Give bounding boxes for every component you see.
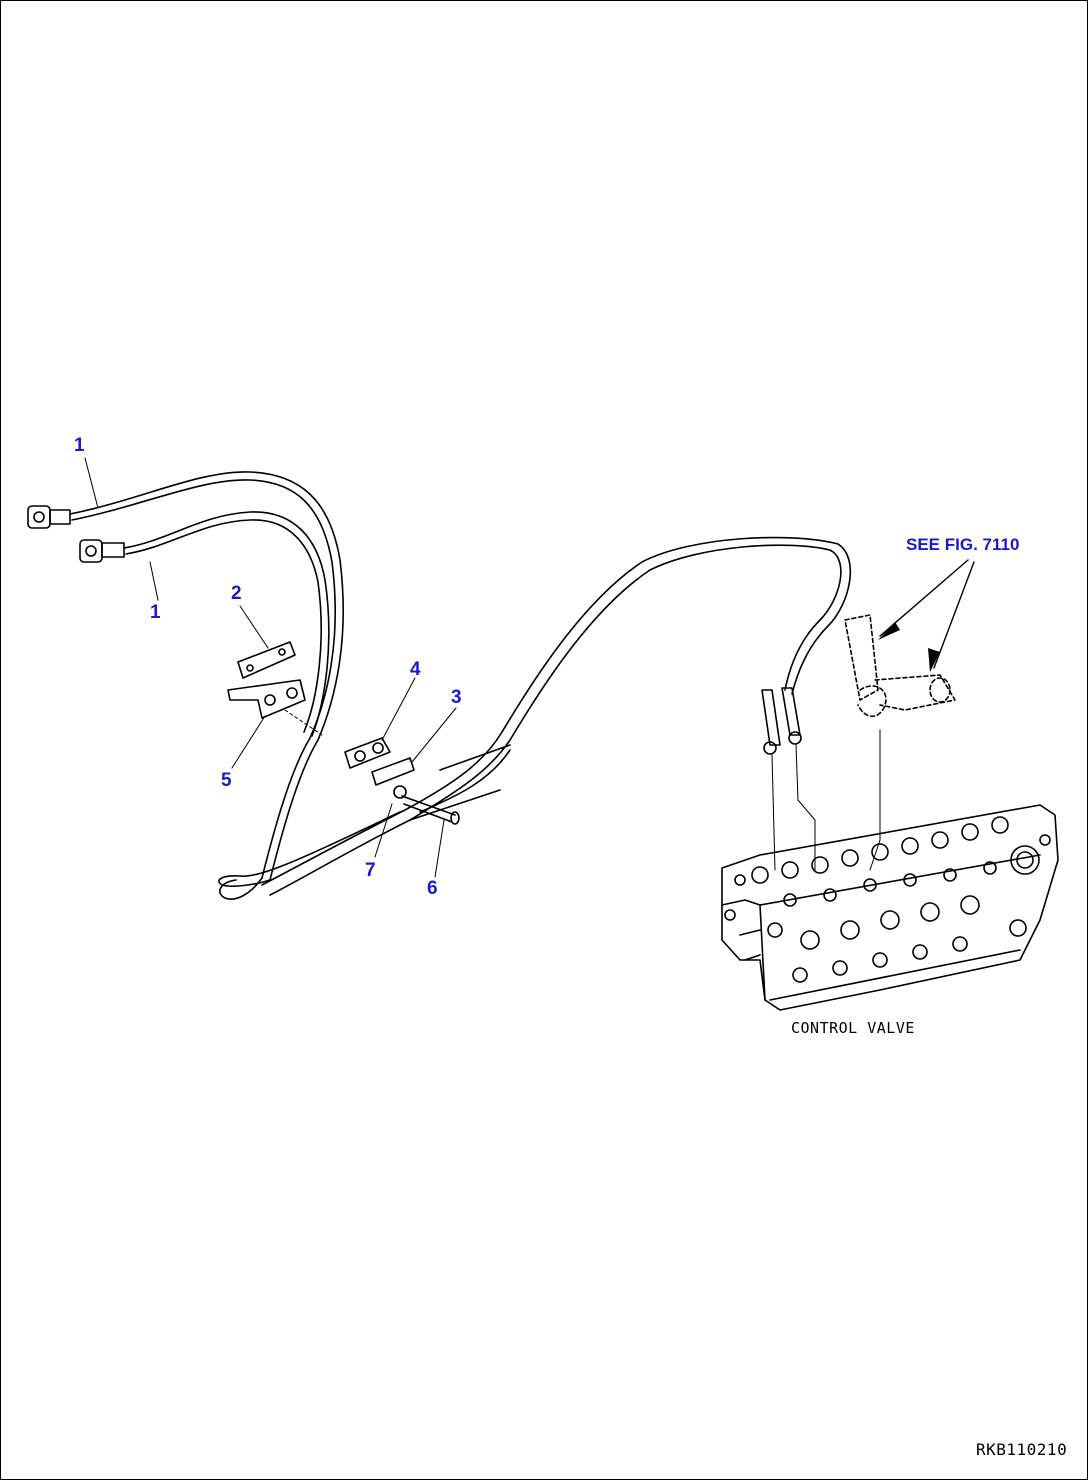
reference-note: SEE FIG. 7110 [906,535,1020,554]
control-valve [721,804,1059,1011]
drawing-number: RKB110210 [976,1440,1068,1459]
hose-fitting-valve-side [761,687,802,755]
hose-lower [123,511,330,737]
callout-5: 5 [221,770,232,791]
washer-7 [393,785,407,799]
hose-fitting-upper [27,505,71,529]
hose-long-run [218,536,852,900]
callout-2: 2 [231,583,242,604]
arrow-head-2 [928,648,940,672]
arrow-head-1 [878,622,900,640]
reference-arrows [879,559,975,669]
hose-upper [69,471,345,881]
bolt-6 [401,795,460,825]
clamp-5 [227,679,306,719]
callout-3: 3 [451,687,462,708]
clamp-plate-2 [237,641,296,679]
clamp-4 [344,737,391,769]
hose-fitting-lower [79,539,125,563]
clamp-plate-3 [371,757,415,786]
callout-1-lower: 1 [150,602,161,623]
reference-fittings-phantom [844,614,956,718]
leader-lines [84,457,881,878]
callout-1-upper: 1 [74,435,85,456]
component-label: CONTROL VALVE [791,1019,915,1037]
callout-6: 6 [427,878,438,899]
callout-4: 4 [410,659,421,680]
callout-7: 7 [365,860,376,881]
